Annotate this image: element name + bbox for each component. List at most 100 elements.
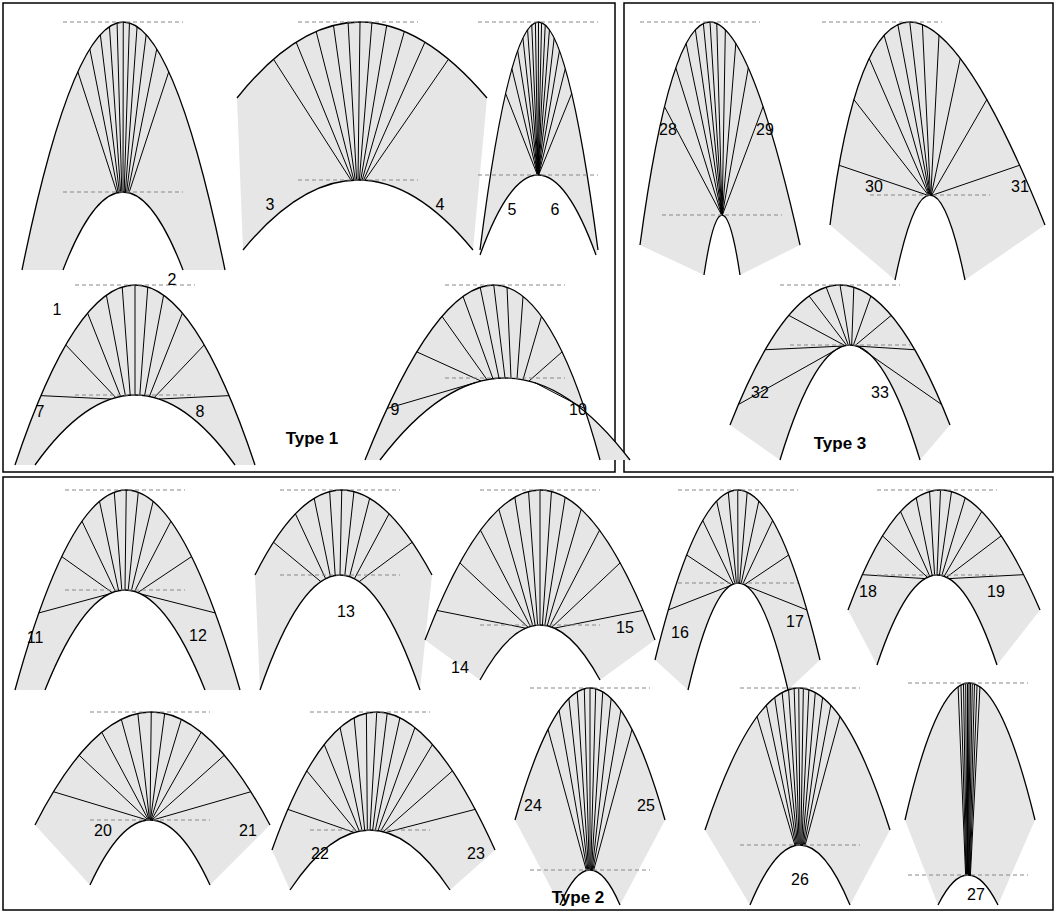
fan-ray (314, 498, 330, 576)
fan-region (15, 490, 240, 690)
fan-ray (121, 719, 149, 820)
fan-region (848, 490, 1040, 665)
callout-number: 9 (391, 402, 400, 418)
fan-ray (517, 296, 523, 378)
inner-margin (480, 625, 600, 680)
apex-guide (298, 22, 418, 23)
apex-guide (65, 590, 185, 591)
panel-title: Type 2 (552, 889, 605, 906)
fan-region (480, 22, 598, 255)
fan-ray (387, 383, 475, 409)
inner-margin (938, 875, 998, 905)
apex-guide (870, 195, 990, 196)
callout-number: 4 (436, 197, 445, 213)
fan-region (515, 688, 665, 905)
fan-ray (295, 514, 325, 579)
fan-ray (123, 22, 124, 192)
fan-ray (159, 396, 229, 399)
fan-ray (584, 689, 589, 870)
fan-ray (855, 315, 891, 345)
fan-ray (151, 732, 201, 820)
fan-ray (273, 59, 351, 180)
inner-margin (260, 575, 420, 690)
callout-number: 3 (266, 197, 275, 213)
fan-ray (135, 521, 171, 591)
inner-margin (63, 192, 183, 270)
fan-ray (125, 490, 126, 590)
apex-guide (740, 845, 860, 846)
fan-ray (149, 313, 182, 396)
apex-guide (445, 285, 565, 286)
outer-margin (830, 22, 1045, 225)
fan-ray (539, 94, 572, 176)
fan-ray (66, 345, 116, 398)
fan-ray (354, 718, 365, 830)
callout-number: 32 (751, 385, 769, 401)
fan-ray (442, 316, 487, 379)
fan-ray (529, 491, 538, 625)
fan-ray (273, 542, 320, 581)
apex-guide (480, 490, 600, 491)
fan-ray (766, 705, 795, 845)
apex-guide (678, 583, 798, 584)
fan-ray (737, 490, 738, 583)
fan-ray (668, 586, 730, 610)
apex-guide (478, 175, 598, 176)
callout-number: 21 (239, 823, 257, 839)
callout-number: 24 (524, 798, 542, 814)
fan-ray (930, 492, 935, 576)
fan-ray (722, 68, 748, 215)
fan-ray (794, 688, 799, 845)
fan-ray (345, 492, 354, 576)
panel-frame (3, 477, 1053, 910)
fan-ray (593, 710, 621, 870)
fan-ray (350, 498, 370, 576)
outer-margin (480, 22, 598, 250)
fan-ray (117, 23, 122, 192)
apex-guide (478, 22, 598, 23)
fan-ray (381, 745, 433, 832)
fan-ray (480, 530, 530, 626)
fan-ray (460, 563, 528, 627)
fan-ray (746, 586, 807, 610)
fan-ray (931, 58, 960, 195)
fan-ray (722, 43, 736, 215)
callout-number: 18 (859, 584, 877, 600)
fan-ray (150, 713, 164, 820)
apex-guide (63, 22, 183, 23)
fan-ray (540, 490, 541, 625)
fan-ray (145, 295, 164, 395)
fan-region (22, 22, 225, 270)
fan-ray (932, 100, 987, 196)
fan-ray (365, 59, 449, 180)
fan-ray (803, 698, 822, 846)
fan-ray (804, 705, 831, 845)
apex-guide (822, 22, 942, 23)
fan-ray (884, 35, 929, 195)
outer-margin (365, 285, 600, 460)
callout-number: 17 (786, 614, 804, 630)
fan-ray (858, 347, 941, 405)
fan-ray (90, 49, 118, 193)
fan-region (15, 285, 255, 465)
callout-number: 20 (94, 823, 112, 839)
panel-frame (624, 3, 1053, 472)
apex-guide (908, 683, 1028, 684)
fan-ray (703, 24, 722, 215)
callout-number: 16 (671, 625, 689, 641)
fan-ray (535, 23, 538, 175)
apex-guide (90, 820, 210, 821)
fan-ray (970, 687, 980, 875)
apex-guide (877, 575, 997, 576)
inner-margin (243, 180, 473, 250)
inner-margin (688, 583, 788, 690)
fan-ray (340, 728, 362, 831)
fan-ray (916, 498, 932, 576)
fan-ray (152, 792, 250, 820)
inner-margin (380, 378, 630, 460)
callout-number: 15 (616, 620, 634, 636)
fan-region (365, 285, 630, 460)
fan-ray (114, 492, 122, 590)
fan-ray (354, 514, 389, 579)
fan-region (272, 712, 495, 890)
